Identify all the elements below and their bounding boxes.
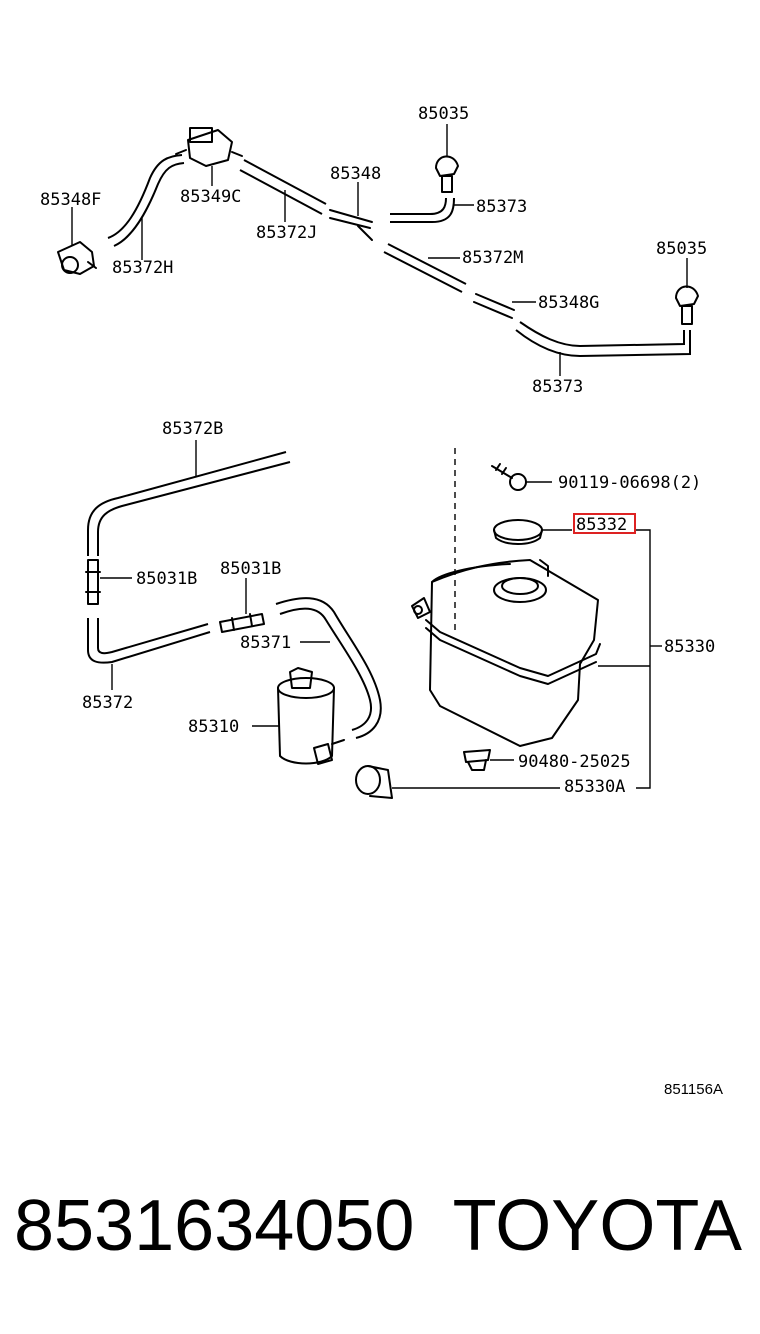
hose-85372H xyxy=(107,154,185,260)
grommet-85330A xyxy=(355,765,560,799)
nozzle-85035-right xyxy=(675,258,699,325)
label-85372H[interactable]: 85372H xyxy=(112,258,173,278)
tank-85330 xyxy=(411,448,650,747)
joint-85348G xyxy=(473,293,536,319)
label-85330[interactable]: 85330 xyxy=(664,637,715,657)
joint-85031B-right xyxy=(219,578,265,633)
cap-85332 xyxy=(493,519,572,545)
footer: 8531634050 TOYOTA xyxy=(0,1185,760,1295)
nozzle-85035-top xyxy=(435,124,459,193)
bracket-85330 xyxy=(636,529,651,789)
label-85332[interactable]: 85332 xyxy=(576,515,627,535)
label-85035-right[interactable]: 85035 xyxy=(656,239,707,259)
pump-85310 xyxy=(252,667,345,765)
hose-85372M xyxy=(383,243,467,293)
hose-85373-top xyxy=(390,197,474,223)
label-85348G[interactable]: 85348G xyxy=(538,293,599,313)
label-85348[interactable]: 85348 xyxy=(330,164,381,184)
hose-85372B xyxy=(87,440,291,556)
label-85031B-right[interactable]: 85031B xyxy=(220,559,281,579)
part-number: 8531634050 xyxy=(14,1186,415,1266)
label-85348F[interactable]: 85348F xyxy=(40,190,101,210)
label-85031B-left[interactable]: 85031B xyxy=(136,569,197,589)
hose-85371 xyxy=(275,597,382,739)
label-85372B[interactable]: 85372B xyxy=(162,419,223,439)
diagram-reference: 851156A xyxy=(664,1081,723,1098)
label-90480[interactable]: 90480-25025 xyxy=(518,752,631,772)
label-85372M[interactable]: 85372M xyxy=(462,248,523,268)
hose-85372J xyxy=(239,159,327,222)
label-85372J[interactable]: 85372J xyxy=(256,223,317,243)
label-85373-bottom[interactable]: 85373 xyxy=(532,377,583,397)
label-85349C[interactable]: 85349C xyxy=(180,187,241,207)
hose-85372 xyxy=(87,618,211,690)
joint-85348 xyxy=(329,182,373,241)
label-85330A[interactable]: 85330A xyxy=(564,777,625,797)
label-85310[interactable]: 85310 xyxy=(188,717,239,737)
label-90119[interactable]: 90119-06698(2) xyxy=(558,473,701,493)
grommet-90480 xyxy=(463,749,514,771)
tee-85349C xyxy=(175,127,243,186)
bolt-90119 xyxy=(491,463,552,491)
joint-85031B-left xyxy=(85,559,132,605)
connector-85348F xyxy=(57,207,97,275)
brand-name: TOYOTA xyxy=(452,1186,742,1266)
highlight-85332 xyxy=(573,513,636,534)
parts-diagram: 85035 85348 85348F 85349C 85373 85372J 8… xyxy=(40,104,723,1098)
label-85372[interactable]: 85372 xyxy=(82,693,133,713)
label-85035-top[interactable]: 85035 xyxy=(418,104,469,124)
hose-85373-bottom xyxy=(515,321,691,376)
label-85371[interactable]: 85371 xyxy=(240,633,291,653)
label-85373-top[interactable]: 85373 xyxy=(476,197,527,217)
